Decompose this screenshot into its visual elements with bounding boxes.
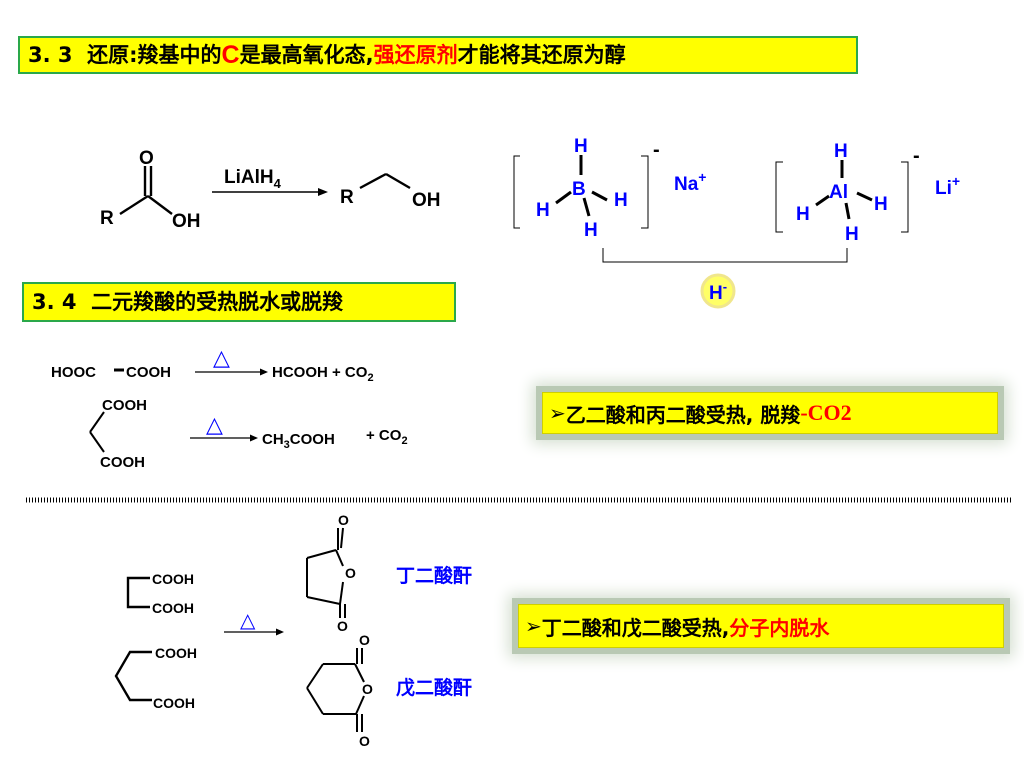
aluminohydride-brackets	[775, 161, 909, 233]
heading-number: 3. 4	[32, 289, 92, 314]
heat-arrow	[224, 628, 284, 636]
note-dehydration: ➢ 丁二酸和戊二酸受热, 分子内脱水	[518, 604, 1004, 648]
malonic-top-cooh: COOH	[102, 397, 147, 414]
reagent-lialh4: LiAlH4	[224, 167, 282, 191]
boron-atom: B	[572, 179, 586, 200]
hydride-label: H-	[709, 279, 727, 304]
succinic-bottom-cooh: COOH	[152, 600, 194, 616]
sodium-ion: Na+	[674, 169, 706, 195]
borohydride-bonds	[555, 155, 608, 217]
hydrogen-atom: H	[574, 136, 588, 157]
heat-symbol: △	[206, 413, 223, 438]
malonic-bottom-cooh: COOH	[100, 454, 145, 471]
note-text: 乙二酸和丙二酸受热, 脱羧	[565, 402, 801, 427]
aluminum-atom: Al	[829, 182, 848, 203]
heading-text: 还原:羧基中的	[87, 42, 222, 67]
carbonyl-oxygen: O	[359, 733, 370, 749]
note-decarboxylation: ➢ 乙二酸和丙二酸受热, 脱羧 -CO2	[542, 392, 998, 434]
hydrogen-atom: H	[874, 194, 888, 215]
lithium-ion: Li+	[935, 173, 960, 199]
hydrogen-atom: H	[536, 200, 550, 221]
bullet-icon: ➢	[525, 614, 542, 638]
borohydride-brackets	[513, 155, 649, 229]
glutaric-bottom-cooh: COOH	[153, 695, 195, 711]
decarb-product-1: HCOOH + CO2	[272, 364, 374, 384]
note-text: 丁二酸和戊二酸受热,	[541, 615, 730, 640]
oxalic-acid-left: HOOC	[51, 364, 96, 381]
heading-3-3: 3. 3 还原:羧基中的 C 是最高氧化态, 强还原剂 才能将其还原为醇	[18, 36, 858, 74]
decarb-co2: + CO2	[366, 427, 408, 447]
succinic-top-cooh: COOH	[152, 571, 194, 587]
malonic-acid-skeleton	[89, 411, 105, 453]
hydrogen-atom: H	[834, 141, 848, 162]
acid-r-group: R	[100, 208, 114, 229]
reaction-arrow	[212, 188, 328, 196]
bullet-icon: ➢	[549, 401, 566, 425]
glutaric-top-cooh: COOH	[155, 645, 197, 661]
note-co2: -CO2	[800, 400, 852, 425]
hydride-badge	[700, 273, 736, 309]
glutaric-anhydride-label: 戊二酸酐	[396, 676, 472, 699]
glutaric-anhydride-ring	[306, 648, 365, 732]
succinic-anhydride-label: 丁二酸酐	[396, 564, 472, 587]
acid-oxygen: O	[139, 148, 154, 169]
succinic-acid-skeleton	[126, 576, 150, 609]
product-hydroxyl: OH	[412, 190, 441, 211]
heading-text: 是最高氧化态,	[239, 42, 374, 67]
product-r-group: R	[340, 187, 354, 208]
acid-hydroxyl: OH	[172, 211, 201, 232]
heading-c-letter: C	[221, 40, 240, 69]
carbonyl-oxygen: O	[359, 632, 370, 648]
heading-text: 二元羧酸的受热脱水或脱羧	[91, 289, 344, 314]
heat-arrow	[190, 434, 258, 442]
aluminohydride-charge: -	[913, 145, 920, 167]
succinic-anhydride-ring	[306, 527, 346, 618]
heat-symbol: △	[240, 608, 256, 632]
carboxylic-acid	[119, 166, 173, 216]
hydrogen-atom: H	[845, 224, 859, 245]
ring-oxygen: O	[345, 565, 356, 581]
heat-symbol: △	[213, 346, 230, 371]
heading-highlight: 强还原剂	[373, 42, 458, 67]
decarb-product-2: CH3COOH	[262, 431, 335, 451]
heading-3-4: 3. 4 二元羧酸的受热脱水或脱羧	[22, 282, 456, 322]
carbonyl-oxygen: O	[338, 512, 349, 528]
hydrogen-atom: H	[584, 220, 598, 241]
aluminohydride-bonds	[815, 160, 873, 220]
oxalic-acid-right: COOH	[126, 364, 171, 381]
note-highlight: 分子内脱水	[729, 615, 830, 640]
hydrogen-atom: H	[614, 190, 628, 211]
borohydride-charge: -	[653, 139, 660, 161]
hydrogen-atom: H	[796, 204, 810, 225]
carbonyl-oxygen: O	[337, 618, 348, 634]
hydride-bracket	[602, 248, 848, 263]
ring-oxygen: O	[362, 681, 373, 697]
heat-arrow	[195, 368, 268, 376]
heading-number: 3. 3	[28, 42, 88, 67]
heading-text: 才能将其还原为醇	[457, 42, 626, 67]
glutaric-acid-skeleton	[114, 650, 152, 702]
product-alcohol	[359, 172, 411, 190]
